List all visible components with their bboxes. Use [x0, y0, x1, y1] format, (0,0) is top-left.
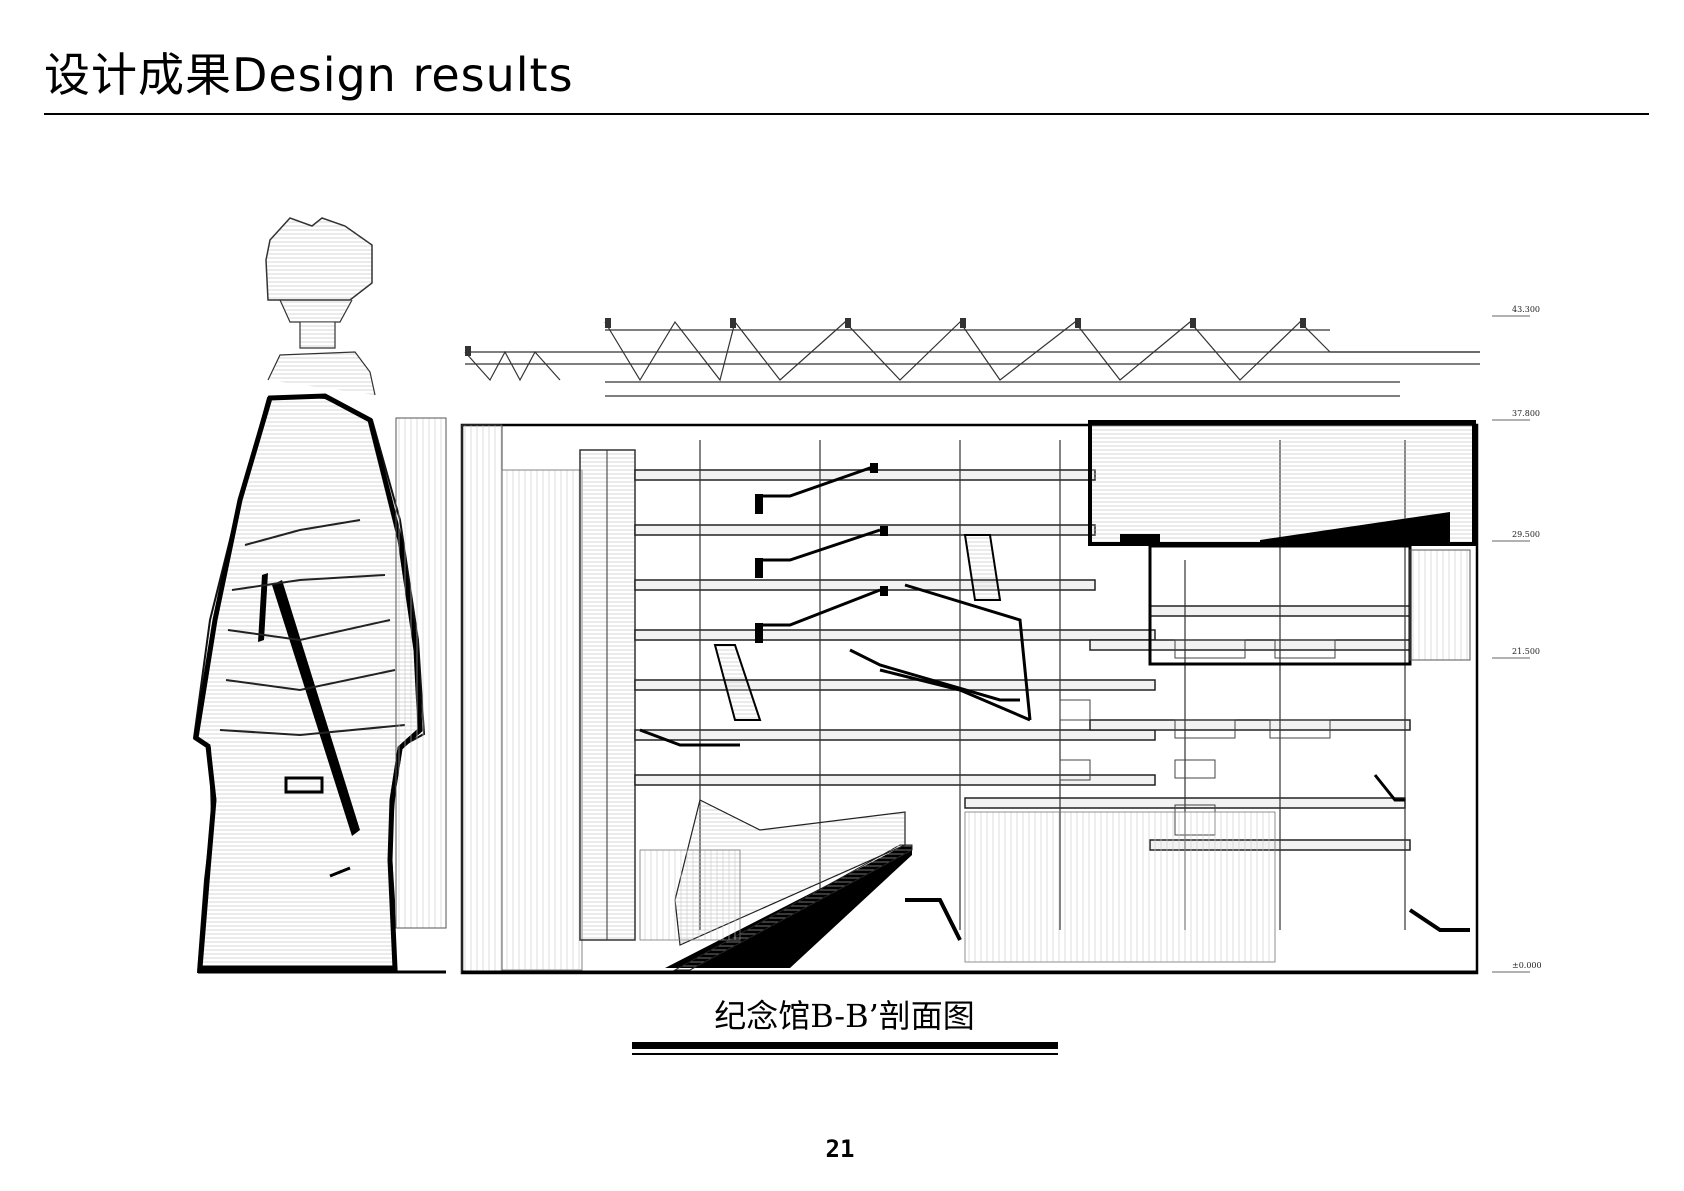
level-ground: ±0.000: [1512, 961, 1542, 970]
caption-underline-thick: [632, 1042, 1058, 1049]
level-29500: 29.500: [1512, 530, 1540, 539]
level-21500: 21.500: [1512, 647, 1540, 656]
drawing-caption: 纪念馆B-B’剖面图: [714, 997, 975, 1035]
page-title: 设计成果Design results: [44, 48, 574, 102]
page-number: 21: [825, 1135, 855, 1163]
level-37800: 37.800: [1512, 409, 1540, 418]
title-divider: [44, 113, 1649, 115]
memorial-tower: [192, 217, 447, 973]
level-43300: 43.300: [1512, 305, 1540, 314]
level-markers: 43.300 37.800 29.500 21.500 ±0.000: [1492, 305, 1542, 973]
caption-underline-thin: [632, 1053, 1058, 1055]
memorial-hall-section: [198, 318, 1480, 975]
